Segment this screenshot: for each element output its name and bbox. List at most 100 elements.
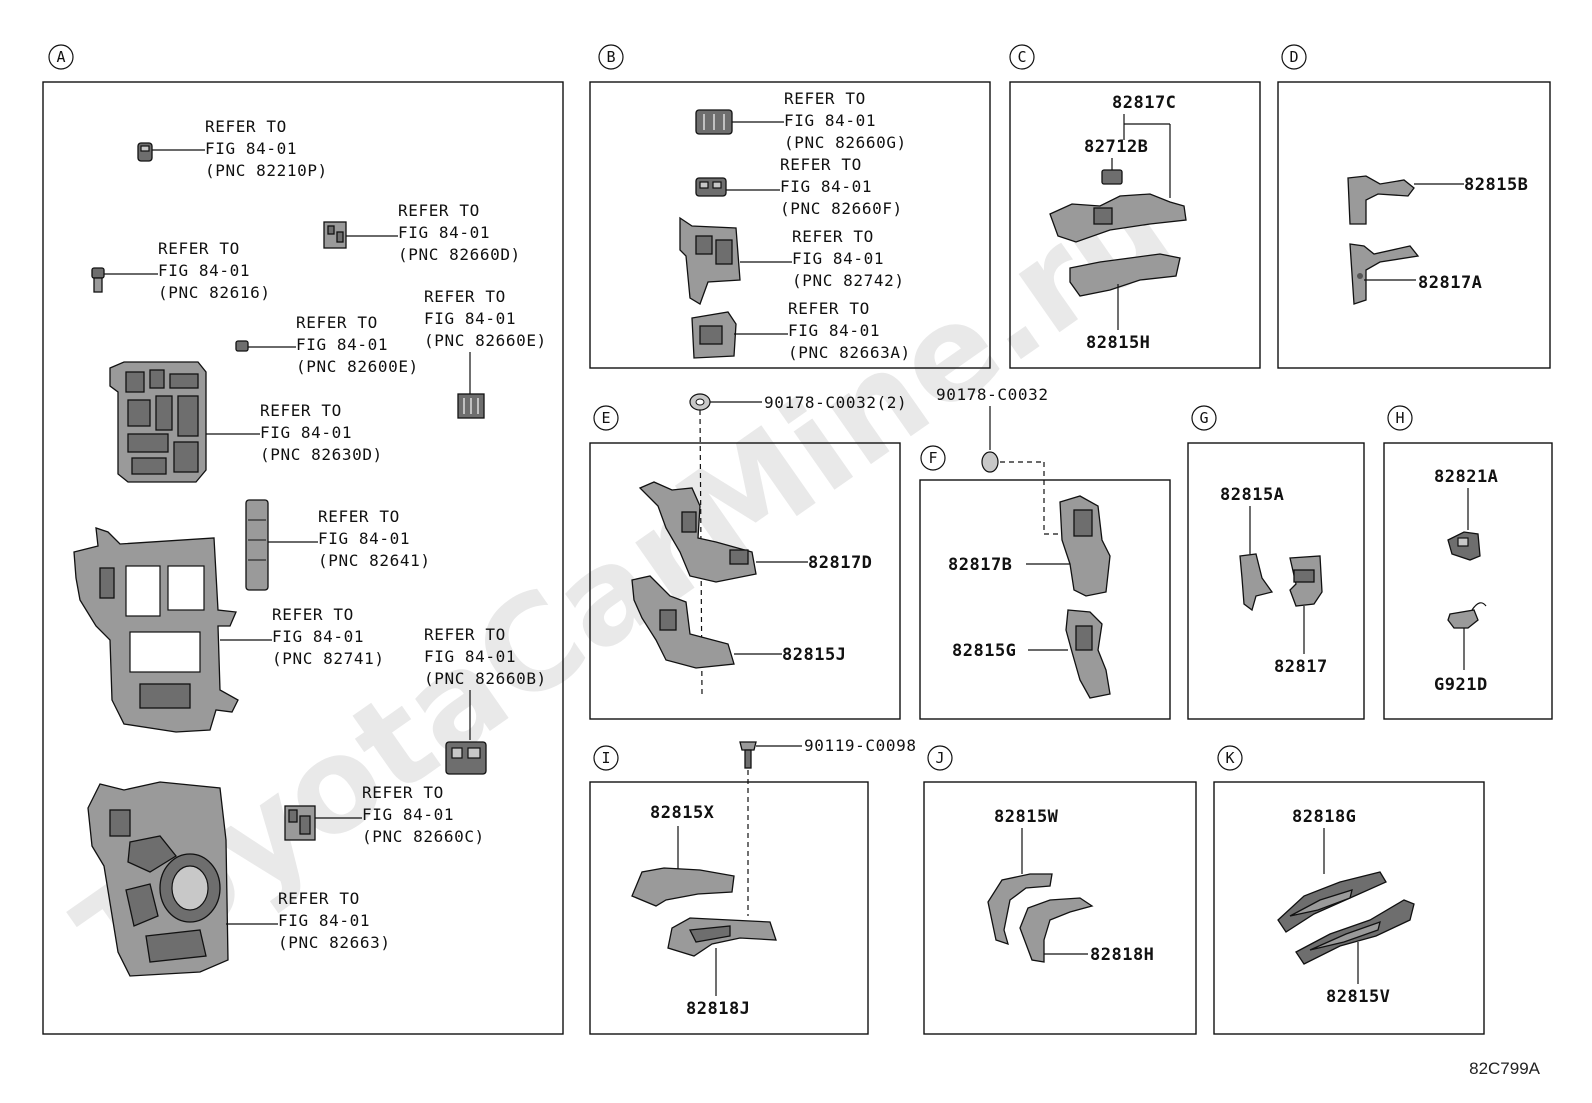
svg-text:(PNC 82660C): (PNC 82660C)	[362, 827, 485, 846]
part-82815v-icon	[1295, 899, 1415, 965]
part-82817-label: 82817	[1274, 657, 1328, 677]
svg-text:FIG 84-01: FIG 84-01	[318, 529, 410, 548]
part-82815h-icon	[1069, 253, 1181, 297]
ref-82660b: REFER TO FIG 84-01 (PNC 82660B)	[424, 625, 547, 688]
svg-text:REFER TO: REFER TO	[296, 313, 378, 332]
part-82660c-icon	[284, 805, 316, 841]
section-label-i: I	[593, 745, 619, 771]
section-label-k: K	[1217, 745, 1243, 771]
svg-text:FIG 84-01: FIG 84-01	[278, 911, 370, 930]
section-b-frame	[589, 81, 991, 369]
svg-text:B: B	[606, 48, 615, 66]
part-82712b-label: 82712B	[1084, 137, 1148, 157]
part-82210p-icon	[137, 142, 153, 162]
svg-text:(PNC 82660G): (PNC 82660G)	[784, 133, 907, 152]
part-82712b-icon	[1101, 169, 1123, 185]
ref-82660f: REFER TO FIG 84-01 (PNC 82660F)	[780, 155, 902, 218]
svg-text:H: H	[1395, 409, 1404, 427]
part-82817d-icon	[638, 481, 757, 583]
section-g-frame	[1187, 442, 1365, 720]
svg-text:FIG 84-01: FIG 84-01	[780, 177, 872, 196]
part-82600e-icon	[235, 340, 249, 352]
ref-82660c: REFER TO FIG 84-01 (PNC 82660C)	[362, 783, 485, 846]
ref-82660e: REFER TO FIG 84-01 (PNC 82660E)	[424, 287, 547, 350]
svg-text:REFER TO: REFER TO	[780, 155, 862, 174]
svg-text:(PNC 82663): (PNC 82663)	[278, 933, 391, 952]
svg-text:FIG 84-01: FIG 84-01	[788, 321, 880, 340]
part-82815g-icon	[1065, 609, 1111, 699]
part-82818g-icon	[1277, 871, 1387, 933]
part-82815h-label: 82815H	[1086, 333, 1150, 353]
ref-82616: REFER TO FIG 84-01 (PNC 82616)	[158, 239, 270, 302]
part-82660d-icon	[323, 221, 347, 249]
svg-text:FIG 84-01: FIG 84-01	[296, 335, 388, 354]
svg-text:REFER TO: REFER TO	[362, 783, 444, 802]
svg-text:(PNC 82630D): (PNC 82630D)	[260, 445, 383, 464]
svg-text:I: I	[601, 749, 610, 767]
svg-text:REFER TO: REFER TO	[260, 401, 342, 420]
svg-text:(PNC 82660E): (PNC 82660E)	[424, 331, 547, 350]
part-g921d-icon	[1447, 602, 1487, 629]
part-82660b-icon	[445, 741, 487, 775]
svg-text:(PNC 82742): (PNC 82742)	[792, 271, 905, 290]
section-label-g: G	[1191, 405, 1217, 431]
svg-text:FIG 84-01: FIG 84-01	[424, 309, 516, 328]
svg-text:E: E	[601, 409, 610, 427]
part-82660e-icon	[457, 393, 485, 419]
part-82663a-icon	[691, 311, 737, 359]
ref-82742: REFER TO FIG 84-01 (PNC 82742)	[792, 227, 905, 290]
section-e-frame	[589, 442, 901, 720]
svg-text:C: C	[1017, 48, 1026, 66]
svg-text:REFER TO: REFER TO	[424, 625, 506, 644]
svg-text:(PNC 82663A): (PNC 82663A)	[788, 343, 911, 362]
part-82818j-label: 82818J	[686, 999, 750, 1019]
section-f-frame	[919, 479, 1171, 720]
part-82815a-icon	[1239, 553, 1274, 612]
svg-text:REFER TO: REFER TO	[278, 889, 360, 908]
part-82815x-label: 82815X	[650, 803, 715, 823]
ref-82741: REFER TO FIG 84-01 (PNC 82741)	[272, 605, 385, 668]
part-82815x-icon	[631, 867, 735, 907]
svg-text:REFER TO: REFER TO	[784, 89, 866, 108]
clip-90178-c0032-icon	[981, 451, 999, 473]
ref-82663: REFER TO FIG 84-01 (PNC 82663)	[278, 889, 391, 952]
svg-text:(PNC 82660B): (PNC 82660B)	[424, 669, 547, 688]
svg-text:D: D	[1289, 48, 1298, 66]
svg-text:REFER TO: REFER TO	[398, 201, 480, 220]
part-82815j-label: 82815J	[782, 645, 846, 665]
svg-text:(PNC 82641): (PNC 82641)	[318, 551, 431, 570]
part-82815g-label: 82815G	[952, 641, 1016, 661]
part-82818g-label: 82818G	[1292, 807, 1356, 827]
section-label-b: B	[598, 44, 624, 70]
part-82815b-label: 82815B	[1464, 175, 1528, 195]
part-82821a-icon	[1447, 531, 1481, 561]
part-82616-icon	[91, 267, 105, 293]
bolt-90119-c0098-icon	[739, 741, 757, 769]
svg-text:G: G	[1199, 409, 1208, 427]
section-h-frame	[1383, 442, 1553, 720]
svg-text:(PNC 82210P): (PNC 82210P)	[205, 161, 328, 180]
clip-90178-c0032-2-icon	[689, 393, 711, 411]
section-label-f: F	[920, 445, 946, 471]
part-82817c-label: 82817C	[1112, 93, 1176, 113]
svg-text:(PNC 82741): (PNC 82741)	[272, 649, 385, 668]
section-d-frame	[1277, 81, 1551, 369]
part-82815w-label: 82815W	[994, 807, 1059, 827]
ref-82600e: REFER TO FIG 84-01 (PNC 82600E)	[296, 313, 418, 376]
part-82817-icon	[1289, 555, 1323, 607]
part-82818h-label: 82818H	[1090, 945, 1154, 965]
part-82815a-label: 82815A	[1220, 485, 1284, 505]
part-82817d-label: 82817D	[808, 553, 872, 573]
part-90178-c0032-label: 90178-C0032	[936, 385, 1049, 404]
svg-text:REFER TO: REFER TO	[792, 227, 874, 246]
svg-text:J: J	[935, 749, 944, 767]
section-label-c: C	[1009, 44, 1035, 70]
section-j-frame	[923, 781, 1197, 1035]
svg-text:FIG 84-01: FIG 84-01	[398, 223, 490, 242]
ref-82660d: REFER TO FIG 84-01 (PNC 82660D)	[398, 201, 520, 264]
part-82821a-label: 82821A	[1434, 467, 1498, 487]
svg-text:F: F	[928, 449, 937, 467]
svg-text:REFER TO: REFER TO	[158, 239, 240, 258]
svg-text:FIG 84-01: FIG 84-01	[424, 647, 516, 666]
